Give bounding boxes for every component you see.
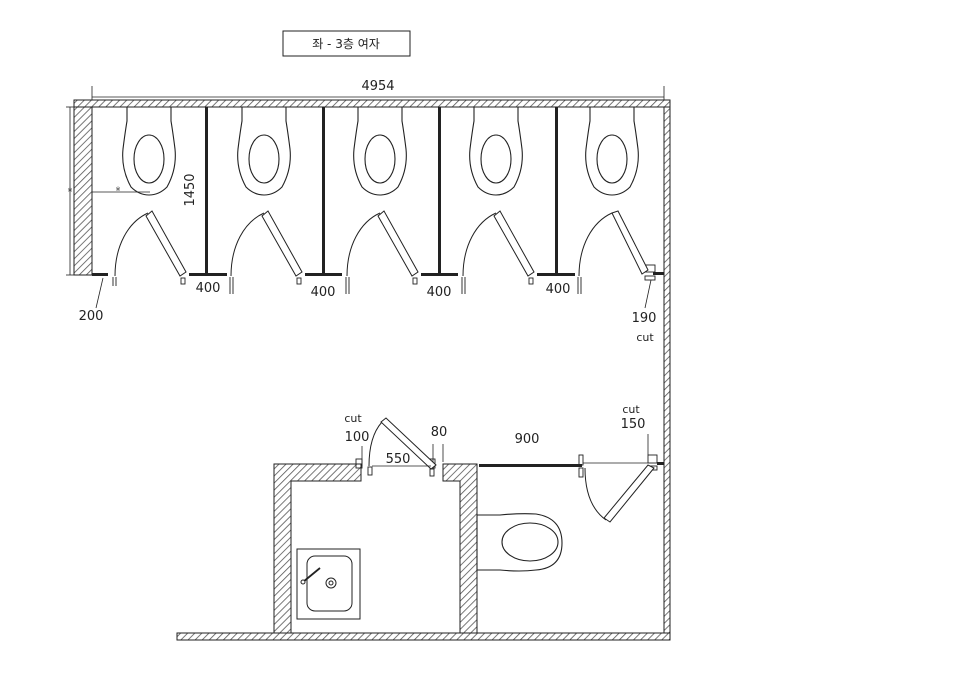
lower-right-gap-label: 150 bbox=[621, 417, 646, 432]
bottom-wall bbox=[176, 632, 671, 641]
left-wall bbox=[73, 106, 93, 276]
toilet-5 bbox=[585, 106, 639, 196]
lower-door-width-label: 550 bbox=[386, 452, 411, 467]
lower-left-wall bbox=[273, 463, 362, 634]
toilet-lower bbox=[476, 513, 563, 572]
depth-marker-side: ※ bbox=[67, 187, 72, 194]
lower-mid-gap-label: 80 bbox=[431, 425, 448, 440]
upper-dimensions: 200 400 400 400 400 190 cut bbox=[79, 277, 657, 344]
stall-partitions bbox=[205, 107, 558, 275]
stall-front-panels bbox=[92, 272, 664, 467]
lower-right-cut-label: cut bbox=[622, 403, 640, 416]
partition-width-4: 400 bbox=[546, 282, 571, 297]
title-box: 좌 - 3층 여자 bbox=[282, 30, 411, 57]
overall-width-dimension: 4954 bbox=[91, 79, 665, 100]
lower-middle-wall bbox=[442, 463, 478, 634]
partition-width-1: 400 bbox=[196, 281, 221, 296]
top-wall bbox=[73, 99, 671, 108]
plan-title: 좌 - 3층 여자 bbox=[312, 37, 380, 51]
opening-lines bbox=[372, 462, 648, 467]
right-cut-label: cut bbox=[636, 331, 654, 344]
stall-doors bbox=[114, 210, 655, 523]
partition-width-2: 400 bbox=[311, 285, 336, 300]
right-gap-label: 190 bbox=[632, 311, 657, 326]
lower-left-cut-label: cut bbox=[344, 412, 362, 425]
lower-dimensions: cut 100 550 80 900 cut 150 bbox=[344, 403, 649, 467]
partition-width-3: 400 bbox=[427, 285, 452, 300]
sink-fixture bbox=[296, 548, 361, 620]
toilet-4 bbox=[469, 106, 523, 196]
lower-panel-width-label: 900 bbox=[515, 432, 540, 447]
lower-left-gap-label: 100 bbox=[345, 430, 370, 445]
door-hardware bbox=[112, 264, 658, 478]
right-wall bbox=[663, 106, 671, 641]
toilet-fixtures bbox=[122, 106, 639, 572]
left-gap-label: 200 bbox=[79, 309, 104, 324]
stall-depth-dimension: ※ ※ 1450 bbox=[66, 106, 198, 276]
toilet-3 bbox=[353, 106, 407, 196]
overall-width-label: 4954 bbox=[361, 79, 394, 94]
walls bbox=[73, 99, 671, 641]
stall-depth-label: 1450 bbox=[183, 173, 198, 206]
toilet-2 bbox=[237, 106, 291, 196]
depth-marker: ※ bbox=[115, 186, 120, 193]
toilet-1 bbox=[122, 106, 176, 196]
